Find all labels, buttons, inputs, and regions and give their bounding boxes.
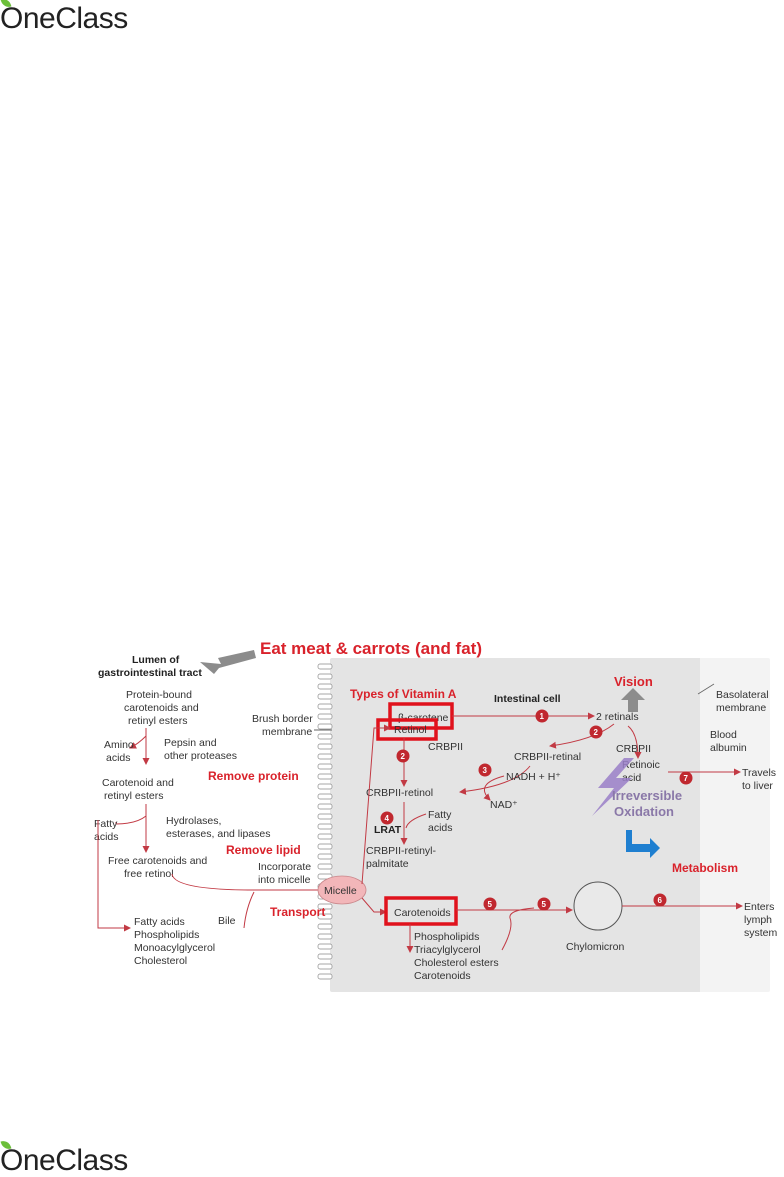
- step-2a-marker: [396, 749, 410, 763]
- carotenoids-label: Carotenoids: [394, 907, 451, 919]
- chylo-list-2: Triacylglycerol: [414, 944, 481, 956]
- travels-to-liver-2: to liver: [742, 780, 773, 792]
- blood-albumin-2: albumin: [710, 742, 747, 754]
- step-2b-label: 2: [594, 728, 599, 737]
- heading-title: Eat meat & carrots (and fat): [260, 639, 482, 658]
- step-6-label: 6: [658, 896, 663, 905]
- hydrolases-1: Hydrolases,: [166, 815, 221, 827]
- protein-bound-3: retinyl esters: [128, 715, 188, 727]
- transport-label: Transport: [270, 905, 325, 919]
- step-3-marker: [478, 763, 492, 777]
- step-5a-marker: [483, 897, 497, 911]
- chylo-list-1: Phospholipids: [414, 931, 479, 943]
- fatty-acids-lumen-1: Fatty: [94, 818, 118, 830]
- enters-lymph-1: Enters: [744, 901, 774, 913]
- nadh-label: NADH + H⁺: [506, 771, 561, 783]
- lipid-list-2: Phospholipids: [134, 929, 199, 941]
- metabolism-arrow-icon: [626, 830, 660, 858]
- crbpii-top-label: CRBPII: [428, 741, 463, 753]
- lumen-title-2: gastrointestinal tract: [98, 667, 202, 679]
- protein-bound-2: carotenoids and: [124, 702, 199, 714]
- chylo-list-3: Cholesterol esters: [414, 957, 499, 969]
- chylo-list-4: Carotenoids: [414, 970, 471, 982]
- fatty-acids-cell-1: Fatty: [428, 809, 452, 821]
- carotenoid-esters-1: Carotenoid and: [102, 777, 174, 789]
- micelle-label: Micelle: [324, 885, 357, 897]
- lightning-icon: [592, 758, 634, 816]
- palmitate-label-2: palmitate: [366, 858, 409, 870]
- irreversible-label-2: Oxidation: [614, 804, 674, 819]
- step-5b-label: 5: [542, 900, 547, 909]
- vision-arrow-icon: [621, 688, 645, 712]
- crbpii-right-label: CRBPII: [616, 743, 651, 755]
- types-of-vitamin-a-label: Types of Vitamin A: [350, 687, 457, 701]
- vision-label: Vision: [614, 674, 653, 689]
- brush-border-label-1: Brush border: [252, 713, 313, 725]
- lumen-title-1: Lumen of: [132, 654, 180, 666]
- protein-bound-1: Protein-bound: [126, 689, 192, 701]
- brush-border-label-2: membrane: [262, 726, 312, 738]
- chylomicron-shape: [573, 881, 623, 931]
- step-2a-label: 2: [401, 752, 406, 761]
- step-5a-label: 5: [488, 900, 493, 909]
- fatty-acids-cell-2: acids: [428, 822, 453, 834]
- enters-lymph-3: system: [744, 927, 778, 939]
- pepsin-1: Pepsin and: [164, 737, 217, 749]
- step-4-label: 4: [385, 814, 390, 823]
- travels-to-liver-1: Travels: [742, 767, 776, 779]
- intestinal-cell: [330, 658, 770, 992]
- gray-arrow-icon: [200, 650, 256, 674]
- brush-border: [317, 663, 333, 980]
- lrat-label: LRAT: [374, 824, 402, 836]
- step-3-label: 3: [483, 766, 488, 775]
- step-4-marker: [380, 811, 394, 825]
- free-carotenoids-1: Free carotenoids and: [108, 855, 207, 867]
- irreversible-label-1: Irreversible: [612, 788, 682, 803]
- blood-albumin-1: Blood: [710, 729, 737, 741]
- crbpii-retinal-label: CRBPII-retinal: [514, 751, 581, 763]
- two-retinals-label: 2 retinals: [596, 711, 639, 723]
- remove-protein-label: Remove protein: [208, 769, 299, 783]
- retinol-highlight: [376, 718, 438, 741]
- lipid-list-1: Fatty acids: [134, 916, 185, 928]
- carotenoid-esters-2: retinyl esters: [104, 790, 164, 802]
- crbpii-retinol-label: CRBPII-retinol: [366, 787, 433, 799]
- metabolism-label: Metabolism: [672, 861, 738, 875]
- basolateral-label-1: Basolateral: [716, 689, 769, 701]
- b-carotene-label: β-carotene: [398, 712, 449, 724]
- basolateral-label-2: membrane: [716, 702, 766, 714]
- free-carotenoids-2: free retinol: [124, 868, 174, 880]
- chylomicron-label: Chylomicron: [566, 941, 625, 953]
- fatty-acids-lumen-2: acids: [94, 831, 119, 843]
- amino-acids-2: acids: [106, 752, 131, 764]
- step-5b-marker: [537, 897, 551, 911]
- nad-label: NAD⁺: [490, 799, 518, 811]
- hydrolases-2: esterases, and lipases: [166, 828, 270, 840]
- step-7-marker: [679, 771, 693, 785]
- lipid-list-3: Monoacylglycerol: [134, 942, 215, 954]
- pepsin-2: other proteases: [164, 750, 237, 762]
- incorporate-2: into micelle: [258, 874, 311, 886]
- retinol-label: Retinol: [394, 724, 427, 736]
- incorporate-1: Incorporate: [258, 861, 311, 873]
- remove-lipid-label: Remove lipid: [226, 843, 301, 857]
- lipid-list-4: Cholesterol: [134, 955, 187, 967]
- step-7-label: 7: [684, 774, 689, 783]
- enters-lymph-2: lymph: [744, 914, 772, 926]
- step-6-marker: [653, 893, 667, 907]
- palmitate-label-1: CRBPII-retinyl-: [366, 845, 437, 857]
- carotenoids-highlight: [384, 896, 458, 926]
- retinoic-acid-1: Retinoic: [622, 759, 660, 771]
- amino-acids-1: Amino: [104, 739, 134, 751]
- step-2b-marker: [589, 725, 603, 739]
- oneclass-logo-top: OneClass: [0, 0, 128, 34]
- step-1-marker: [535, 709, 549, 723]
- bile-label: Bile: [218, 915, 236, 927]
- oneclass-logo-bottom: OneClass: [0, 1138, 128, 1176]
- micelle-shape: [317, 875, 367, 905]
- step-1-label: 1: [540, 712, 545, 721]
- vitamin-a-absorption-diagram: Eat meat & carrots (and fat) Lumen of ga…: [94, 628, 784, 1000]
- intestinal-cell-title: Intestinal cell: [494, 693, 561, 705]
